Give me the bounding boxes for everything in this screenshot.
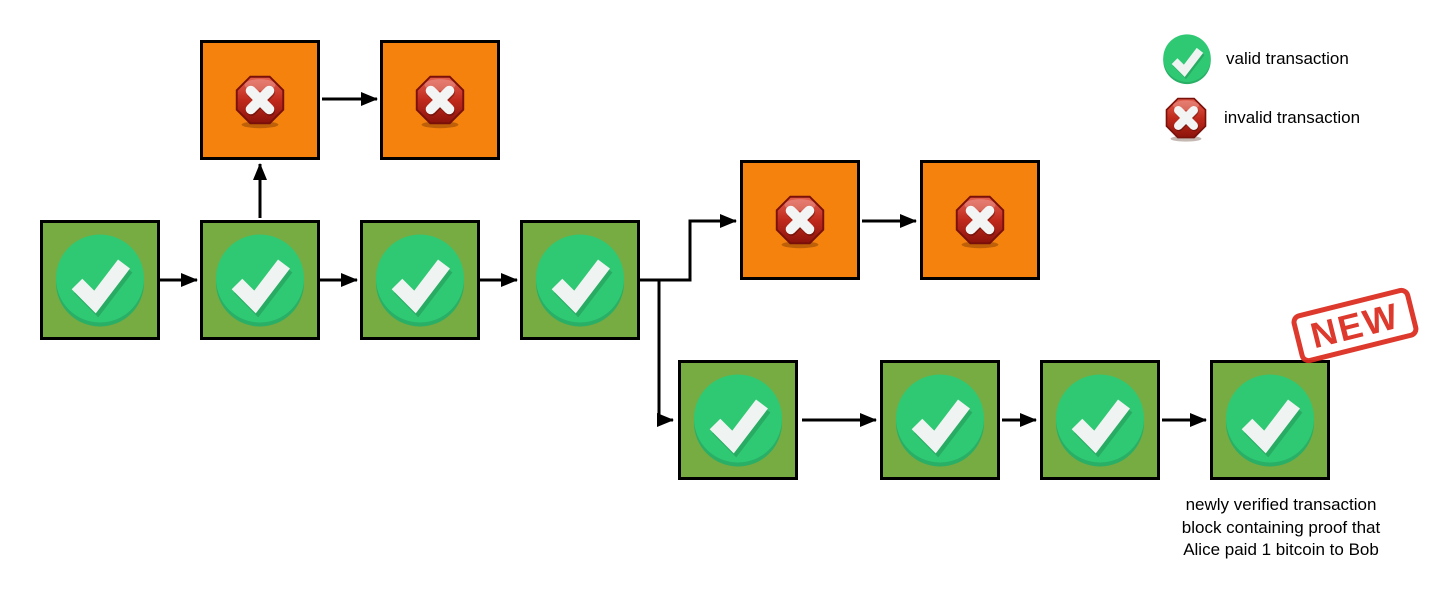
stop-x-icon [415, 75, 465, 129]
caption-line: block containing proof that [1181, 517, 1381, 537]
check-icon [216, 234, 304, 327]
check-icon [376, 234, 464, 327]
stop-x-icon [1165, 97, 1207, 142]
arrow-main4-to-invalidfork1 [640, 214, 737, 282]
caption: newly verified transaction block contain… [1150, 494, 1412, 562]
block-valid-valid-fork-2 [880, 360, 1000, 480]
check-icon [56, 234, 144, 327]
legend: valid transaction invalid transaction [1160, 32, 1360, 144]
check-icon [536, 234, 624, 327]
block-valid-main-4 [520, 220, 640, 340]
check-icon [1163, 34, 1211, 85]
stop-x-icon [1160, 92, 1212, 144]
block-valid-valid-fork-1 [678, 360, 798, 480]
block-invalid-invalid-fork-1 [740, 160, 860, 280]
legend-label: valid transaction [1226, 49, 1349, 68]
legend-label: invalid transaction [1224, 108, 1361, 127]
caption-line: newly verified transaction [1185, 495, 1377, 514]
block-valid-main-3 [360, 220, 480, 340]
block-valid-main-2 [200, 220, 320, 340]
check-icon [1226, 374, 1314, 467]
check-circle-icon [1160, 32, 1214, 86]
stop-x-icon [955, 195, 1005, 249]
block-invalid-orphan-top-1 [200, 40, 320, 160]
stop-x-icon [775, 195, 825, 249]
block-invalid-orphan-top-2 [380, 40, 500, 160]
legend-item-invalid: invalid transaction [1160, 92, 1360, 144]
stop-x-icon [235, 75, 285, 129]
block-valid-main-1 [40, 220, 160, 340]
block-valid-valid-fork-4 [1210, 360, 1330, 480]
check-icon [1056, 374, 1144, 467]
caption-line: Alice paid 1 bitcoin to Bob [1183, 540, 1379, 560]
check-icon [694, 374, 782, 467]
block-invalid-invalid-fork-2 [920, 160, 1040, 280]
block-valid-valid-fork-3 [1040, 360, 1160, 480]
legend-item-valid: valid transaction [1160, 32, 1360, 86]
arrow-main4-to-validfork1 [657, 281, 674, 427]
check-icon [896, 374, 984, 467]
